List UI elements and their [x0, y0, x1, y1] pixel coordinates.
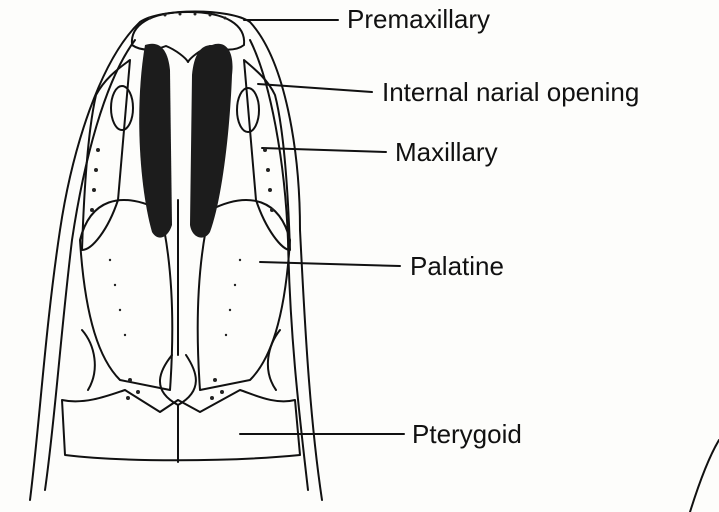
pterygoid-bone — [62, 390, 300, 460]
pterygoid-label: Pterygoid — [412, 421, 522, 447]
palatine-label: Palatine — [410, 253, 504, 279]
vomer-left-dark — [139, 44, 172, 238]
palatine-right — [198, 200, 290, 390]
vomer-right-dark — [190, 44, 233, 238]
internal-narial-opening-left — [111, 86, 133, 130]
premaxillary-label: Premaxillary — [347, 6, 490, 32]
internal-narial-opening-label: Internal narial opening — [382, 79, 639, 105]
maxillary-label: Maxillary — [395, 139, 498, 165]
